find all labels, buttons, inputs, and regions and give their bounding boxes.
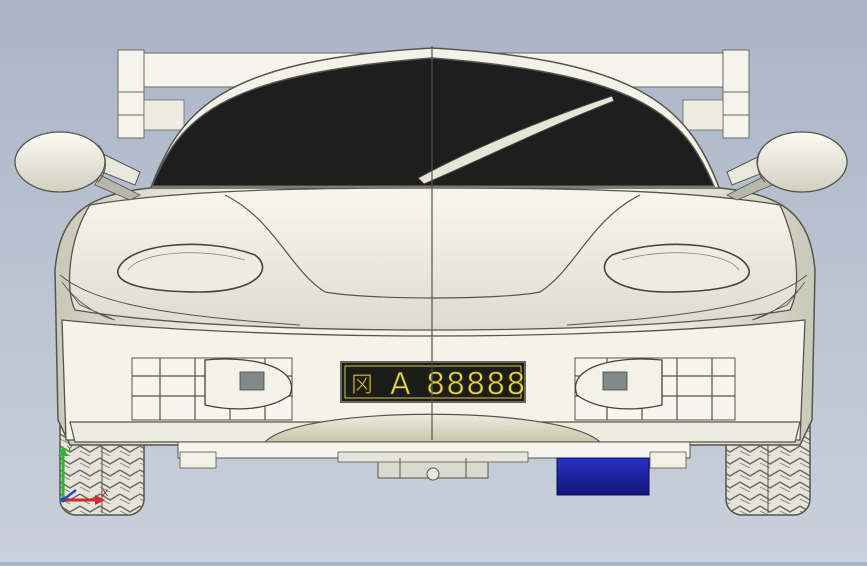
left-air-intake	[131, 357, 293, 421]
plate-letter: A	[390, 367, 412, 402]
right-side-mirror	[726, 131, 848, 201]
triad-origin	[60, 497, 66, 503]
blue-component[interactable]	[556, 457, 650, 496]
wiper-blade	[417, 95, 615, 185]
left-headlight	[117, 243, 264, 293]
right-fender-vent	[751, 281, 806, 321]
plate-number: 88888	[426, 367, 526, 402]
axis-y-label: Y	[66, 445, 73, 455]
right-headlight	[603, 243, 750, 293]
right-fog-light	[602, 371, 628, 391]
axis-z-line	[62, 489, 77, 501]
axis-y-arrow	[58, 446, 68, 456]
right-air-intake	[574, 357, 736, 421]
axis-x-arrow	[95, 495, 105, 505]
coordinate-triad[interactable]: Y X	[58, 445, 108, 505]
axis-x-label: X	[102, 489, 108, 499]
license-plate: 冈 A 88888	[340, 361, 526, 403]
left-fender-vent	[61, 281, 116, 321]
windshield	[150, 57, 716, 187]
front-splitter	[69, 413, 801, 469]
plate-prefix: 冈	[351, 373, 374, 398]
left-fog-light	[239, 371, 265, 391]
tow-hook-assembly	[337, 451, 529, 481]
left-side-mirror	[14, 131, 141, 201]
